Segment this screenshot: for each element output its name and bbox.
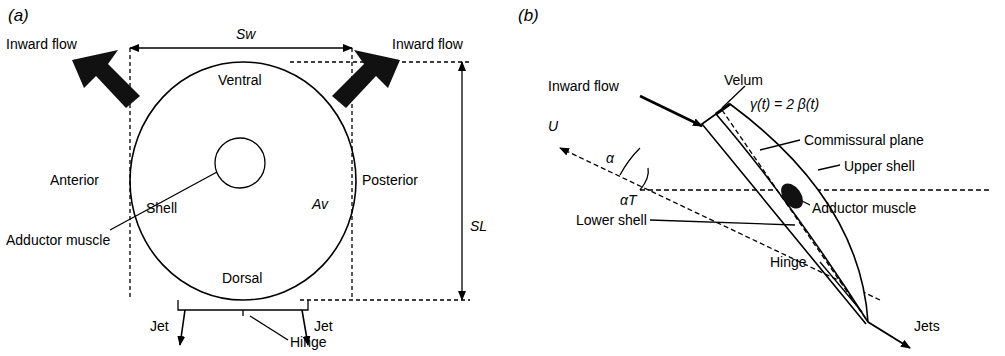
part-name: Hinge bbox=[290, 334, 327, 350]
jet-label: Jet bbox=[314, 318, 333, 334]
part-name: Commissural plane bbox=[804, 132, 924, 148]
part-name: Posterior bbox=[362, 172, 418, 188]
angle-label: αT bbox=[620, 192, 637, 208]
flow-label: Inward flow bbox=[392, 36, 463, 52]
jet-label: Jet bbox=[150, 318, 169, 334]
velocity-label: U bbox=[548, 118, 558, 134]
part-name: Shell bbox=[146, 200, 177, 216]
part-name: Upper shell bbox=[844, 158, 915, 174]
part-name: Anterior bbox=[50, 172, 99, 188]
jet-label: Jets bbox=[914, 318, 940, 334]
flow-label: Inward flow bbox=[6, 36, 77, 52]
part-name: Adductor muscle bbox=[812, 200, 916, 216]
part-name: Ventral bbox=[218, 72, 262, 88]
panel-label: (a) bbox=[8, 8, 29, 24]
part-name: Hinge bbox=[770, 254, 807, 270]
dimension-label: SL bbox=[470, 218, 487, 234]
part-name: Lower shell bbox=[576, 212, 647, 228]
area-label: Av bbox=[312, 196, 328, 212]
panel-label: (b) bbox=[518, 8, 539, 24]
part-name: Velum bbox=[724, 72, 763, 88]
part-name: Dorsal bbox=[222, 270, 262, 286]
angle-label: γ(t) = 2 β(t) bbox=[750, 96, 819, 112]
dimension-label: Sw bbox=[236, 26, 255, 42]
angle-label: α bbox=[606, 150, 614, 166]
part-name: Adductor muscle bbox=[6, 232, 110, 248]
flow-label: Inward flow bbox=[548, 78, 619, 94]
